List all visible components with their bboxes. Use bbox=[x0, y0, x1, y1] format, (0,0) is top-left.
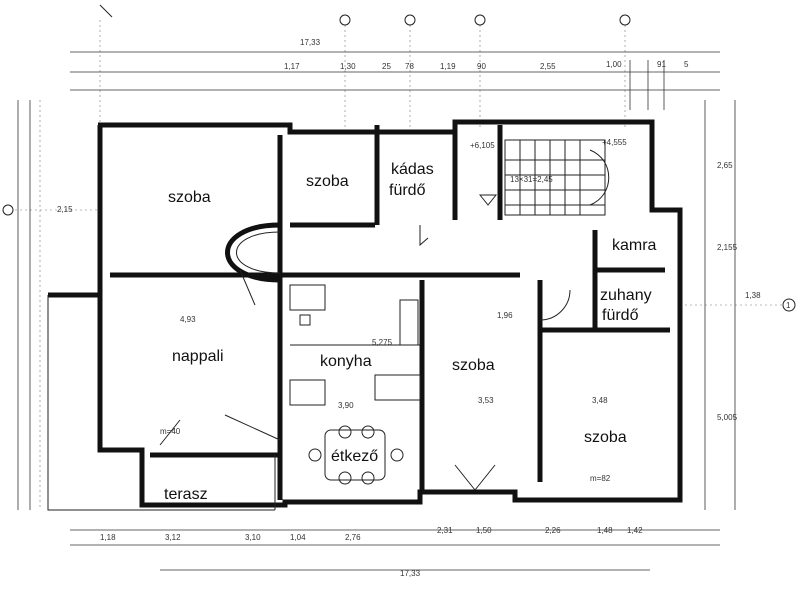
axis-markers: 1 bbox=[2, 4, 796, 312]
room-label-szoba: szoba bbox=[584, 429, 627, 446]
bay-window bbox=[225, 222, 281, 283]
dimension-text: 3,53 bbox=[478, 396, 494, 405]
dimension-text: 5 bbox=[684, 60, 689, 69]
staircase: 13×31=2,45 +4,555 +6,105 bbox=[470, 138, 627, 216]
room-label-terasz: terasz bbox=[164, 486, 208, 503]
room-label-szoba: szoba bbox=[452, 357, 495, 374]
dimension-text: 1,38 bbox=[745, 291, 761, 300]
dimension-text: 2,65 bbox=[717, 161, 733, 170]
grid-lines bbox=[10, 20, 790, 510]
dining-table bbox=[308, 425, 404, 485]
room-label-zuhany-furdo: fürdő bbox=[602, 307, 639, 324]
axis-bubble bbox=[339, 14, 351, 26]
dimension-text: 2,31 bbox=[437, 526, 453, 535]
room-label-konyha: konyha bbox=[320, 353, 372, 370]
dimension-text: 1,30 bbox=[340, 62, 356, 71]
room-label-furdo: fürdő bbox=[389, 182, 426, 199]
level-mark: +4,555 bbox=[602, 138, 627, 147]
dimension-text: 17,33 bbox=[400, 569, 421, 578]
dimension-text: 1,00 bbox=[606, 60, 622, 69]
door-swings bbox=[159, 225, 571, 491]
room-label-szoba: szoba bbox=[168, 189, 211, 206]
dimension-text: 1,48 bbox=[597, 526, 613, 535]
dimension-text: 2,26 bbox=[545, 526, 561, 535]
dimension-text: 1,96 bbox=[497, 311, 513, 320]
axis-bubble bbox=[782, 298, 796, 312]
walls bbox=[47, 119, 683, 511]
dimension-text: 91 bbox=[657, 60, 666, 69]
dimension-text: 25 bbox=[382, 62, 391, 71]
axis-bubble bbox=[2, 204, 14, 216]
dimension-text: 2,155 bbox=[717, 243, 738, 252]
dimension-text: 1,19 bbox=[440, 62, 456, 71]
dimension-text: 1,17 bbox=[284, 62, 300, 71]
room-labels: szoba szoba kádas fürdő kamra zuhany für… bbox=[164, 161, 657, 503]
dimension-text: 5,275 bbox=[372, 338, 393, 347]
stair-formula: 13×31=2,45 bbox=[510, 175, 553, 184]
room-label-kamra: kamra bbox=[612, 237, 657, 254]
axis-bubble bbox=[619, 14, 631, 26]
dimension-text: m=82 bbox=[590, 474, 611, 483]
kitchen-counters bbox=[289, 284, 421, 406]
dimension-text: 2,55 bbox=[540, 62, 556, 71]
dimension-text: 78 bbox=[405, 62, 414, 71]
dimension-text: 2,15 bbox=[57, 205, 73, 214]
dimension-text: 90 bbox=[477, 62, 486, 71]
axis-bubble bbox=[474, 14, 486, 26]
dimension-text: 2,76 bbox=[345, 533, 361, 542]
room-label-szoba: szoba bbox=[306, 173, 349, 190]
axis-bubble bbox=[404, 14, 416, 26]
dimension-text: 1,42 bbox=[627, 526, 643, 535]
dimension-text: 3,12 bbox=[165, 533, 181, 542]
bay-window-inner bbox=[236, 231, 281, 274]
dimension-text: 5,005 bbox=[717, 413, 738, 422]
dimension-text: 1,18 bbox=[100, 533, 116, 542]
dimension-text: 1,50 bbox=[476, 526, 492, 535]
room-label-nappali: nappali bbox=[172, 348, 224, 365]
dimension-text: 17,33 bbox=[300, 38, 321, 47]
axis-label: 1 bbox=[786, 301, 791, 310]
dimension-text: m=40 bbox=[160, 427, 181, 436]
room-label-etkezo: étkező bbox=[331, 448, 378, 465]
level-mark: +6,105 bbox=[470, 141, 495, 150]
dimension-lines bbox=[17, 51, 736, 571]
dimension-text: 3,10 bbox=[245, 533, 261, 542]
dimension-text: 3,48 bbox=[592, 396, 608, 405]
room-label-zuhany: zuhany bbox=[600, 287, 652, 304]
dimension-text: 4,93 bbox=[180, 315, 196, 324]
dimension-text: 3,90 bbox=[338, 401, 354, 410]
dimension-text: 1,04 bbox=[290, 533, 306, 542]
room-label-kadas: kádas bbox=[391, 161, 434, 178]
dimension-texts: 17,33 1,17 1,30 25 78 1,19 90 2,55 1,00 … bbox=[57, 38, 761, 578]
